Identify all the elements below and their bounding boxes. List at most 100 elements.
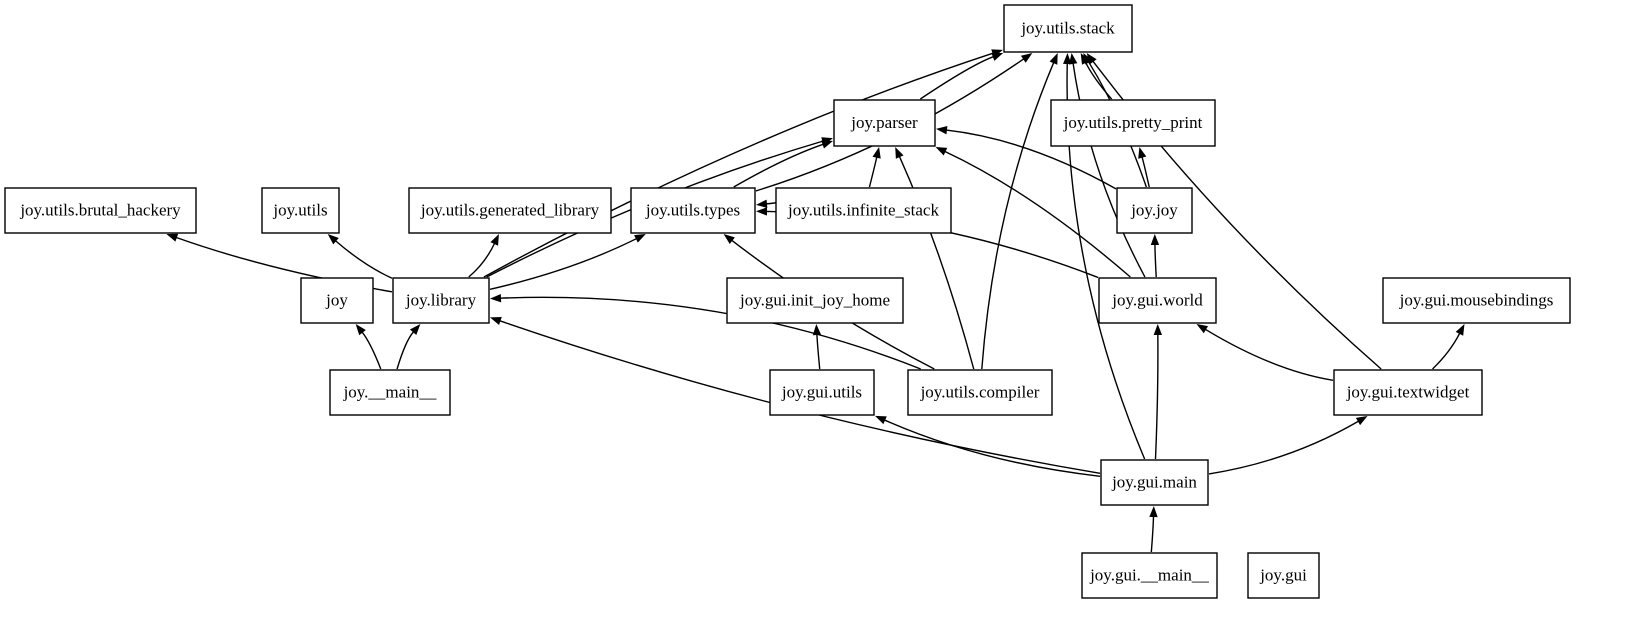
graph-edge-arrowhead bbox=[327, 234, 339, 245]
node-box[interactable] bbox=[261, 187, 340, 234]
node-box[interactable] bbox=[1050, 99, 1216, 147]
node-box[interactable] bbox=[630, 187, 756, 234]
graph-edge bbox=[981, 62, 1055, 370]
graph-edge bbox=[898, 156, 975, 370]
graph-node[interactable]: joy.utils.compiler bbox=[907, 369, 1053, 416]
node-label: joy.utils.stack bbox=[1020, 18, 1115, 37]
node-box[interactable] bbox=[392, 277, 490, 324]
graph-edge-arrowhead bbox=[1063, 53, 1072, 65]
graph-edge-arrowhead bbox=[812, 324, 822, 336]
graph-edge-arrowhead bbox=[872, 147, 881, 159]
graph-edge-arrowhead bbox=[1086, 53, 1097, 65]
node-box[interactable] bbox=[769, 369, 875, 416]
graph-edge bbox=[884, 419, 1101, 477]
graph-edge-arrowhead bbox=[875, 415, 887, 425]
graph-node[interactable]: joy.gui.utils bbox=[769, 369, 875, 416]
graph-edge-arrowhead bbox=[490, 317, 502, 325]
graph-node[interactable]: joy.utils.generated_library bbox=[408, 187, 612, 234]
node-label: joy.parser bbox=[850, 113, 918, 132]
graph-edge bbox=[766, 201, 777, 205]
graph-node[interactable]: joy.gui.mousebindings bbox=[1382, 277, 1571, 324]
node-label: joy.gui.main bbox=[1111, 472, 1197, 491]
graph-edge bbox=[1154, 334, 1159, 460]
graph-edge-arrowhead bbox=[1153, 324, 1163, 336]
graph-node[interactable]: joy.utils.pretty_print bbox=[1050, 99, 1216, 147]
node-box[interactable] bbox=[775, 187, 952, 234]
node-box[interactable] bbox=[329, 369, 451, 416]
graph-node[interactable]: joy.gui.world bbox=[1098, 277, 1217, 324]
node-box[interactable] bbox=[907, 369, 1053, 416]
graph-edge bbox=[733, 143, 824, 188]
node-box[interactable] bbox=[1003, 4, 1133, 53]
node-box[interactable] bbox=[1382, 277, 1571, 324]
graph-edge-arrowhead bbox=[166, 233, 179, 242]
node-box[interactable] bbox=[1333, 369, 1483, 416]
graph-edge-arrowhead bbox=[821, 140, 833, 149]
node-label: joy.gui.__main__ bbox=[1089, 565, 1209, 584]
graph-node[interactable]: joy.utils.infinite_stack bbox=[775, 187, 952, 234]
node-label: joy.gui.init_joy_home bbox=[739, 290, 890, 309]
graph-edge-arrowhead bbox=[355, 324, 366, 336]
graph-edge bbox=[868, 157, 878, 188]
graph-node[interactable]: joy.__main__ bbox=[329, 369, 451, 416]
graph-edge-arrowhead bbox=[1455, 324, 1465, 336]
graph-edge bbox=[361, 331, 382, 370]
node-label: joy.gui bbox=[1259, 565, 1307, 584]
node-box[interactable] bbox=[1081, 552, 1218, 599]
graph-edge bbox=[335, 240, 393, 279]
graph-node[interactable]: joy.gui.init_joy_home bbox=[726, 277, 904, 324]
graph-edge bbox=[1205, 328, 1334, 381]
graph-node[interactable]: joy.utils.types bbox=[630, 187, 756, 234]
graph-node[interactable]: joy.utils.brutal_hackery bbox=[4, 187, 197, 234]
graph-node[interactable]: joy.parser bbox=[833, 99, 936, 147]
node-box[interactable] bbox=[1247, 552, 1320, 599]
graph-node[interactable]: joy.library bbox=[392, 277, 490, 324]
graph-node[interactable]: joy.joy bbox=[1116, 187, 1193, 234]
edges-layer bbox=[166, 49, 1465, 553]
node-label: joy.gui.utils bbox=[781, 382, 862, 401]
graph-node[interactable]: joy.utils bbox=[261, 187, 340, 234]
graph-node[interactable]: joy.gui bbox=[1247, 552, 1320, 599]
graph-node[interactable]: joy.gui.textwidget bbox=[1333, 369, 1483, 416]
graph-edge bbox=[1432, 333, 1461, 370]
graph-edge-arrowhead bbox=[490, 293, 502, 303]
graph-edge bbox=[1141, 156, 1150, 188]
node-box[interactable] bbox=[408, 187, 612, 234]
graph-edge bbox=[944, 150, 1131, 278]
node-box[interactable] bbox=[1116, 187, 1193, 234]
graph-node[interactable]: joy.gui.__main__ bbox=[1081, 552, 1218, 599]
nodes-layer: joy.utils.stack joy.parser joy.utils.prett… bbox=[4, 4, 1571, 599]
graph-edge-arrowhead bbox=[1049, 53, 1058, 65]
node-box[interactable] bbox=[833, 99, 936, 147]
graph-edge bbox=[1154, 244, 1157, 278]
graph-edge bbox=[489, 238, 637, 291]
node-label: joy.joy bbox=[1130, 200, 1178, 219]
graph-edge-arrowhead bbox=[1138, 147, 1147, 159]
graph-edge-arrowhead bbox=[991, 52, 1004, 61]
node-box[interactable] bbox=[300, 277, 374, 324]
graph-edge-arrowhead bbox=[634, 234, 646, 243]
node-label: joy.utils.infinite_stack bbox=[787, 200, 939, 219]
node-label: joy.utils bbox=[272, 200, 327, 219]
node-label: joy.utils.brutal_hackery bbox=[19, 200, 181, 219]
graph-edge-arrowhead bbox=[895, 147, 904, 159]
graph-edge-arrowhead bbox=[409, 324, 421, 336]
node-box[interactable] bbox=[4, 187, 197, 234]
graph-edge-arrowhead bbox=[756, 207, 768, 216]
graph-edge bbox=[1150, 516, 1155, 553]
graph-node[interactable]: joy.gui.main bbox=[1100, 459, 1209, 506]
node-label: joy.utils.generated_library bbox=[420, 200, 600, 219]
graph-edge bbox=[919, 56, 994, 100]
node-box[interactable] bbox=[1098, 277, 1217, 324]
node-label: joy.utils.pretty_print bbox=[1063, 113, 1203, 132]
graph-edge-arrowhead bbox=[756, 199, 768, 209]
node-label: joy.library bbox=[405, 290, 477, 309]
graph-node[interactable]: joy bbox=[300, 277, 374, 324]
graph-edge-arrowhead bbox=[1150, 234, 1160, 246]
graph-edge bbox=[1072, 63, 1146, 278]
node-box[interactable] bbox=[726, 277, 904, 324]
graph-node[interactable]: joy.utils.stack bbox=[1003, 4, 1133, 53]
node-box[interactable] bbox=[1100, 459, 1209, 506]
node-label: joy bbox=[325, 290, 348, 309]
